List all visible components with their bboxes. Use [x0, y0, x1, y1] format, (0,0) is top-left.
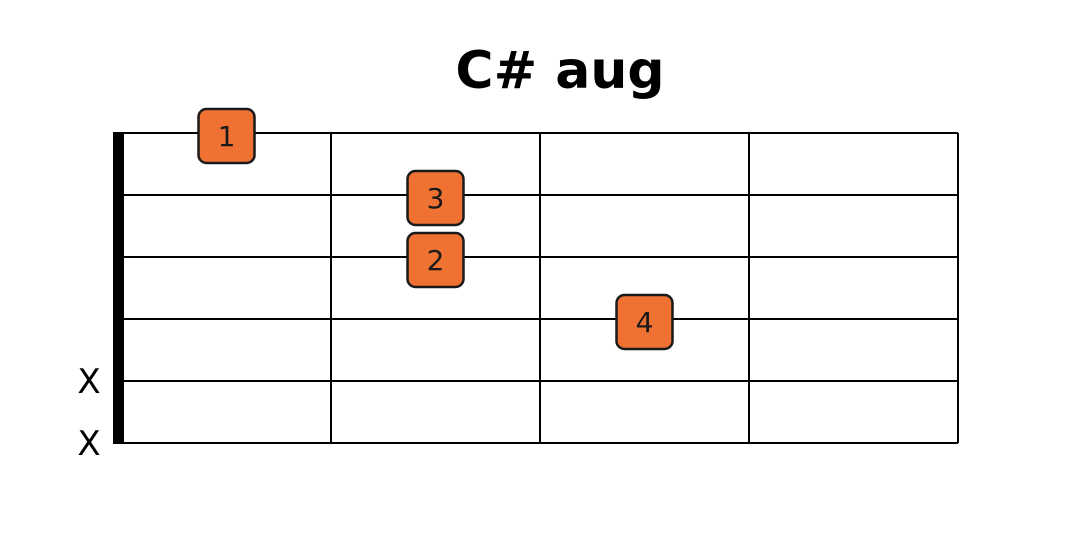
fretboard-grid [113, 132, 959, 444]
finger-dot-4: 4 [615, 293, 674, 351]
finger-dot-box [197, 107, 256, 165]
finger-number: 1 [218, 120, 236, 153]
finger-number: 4 [636, 306, 654, 339]
mute-mark-string-5: X [77, 362, 100, 402]
finger-dot-box [406, 231, 465, 289]
chord-title: C# aug [455, 41, 664, 101]
finger-dot-2: 2 [406, 231, 465, 289]
finger-number: 2 [427, 244, 445, 277]
finger-number: 3 [427, 182, 445, 215]
finger-dot-1: 1 [197, 107, 256, 165]
muted-string-marks: XX [77, 362, 100, 464]
finger-dot-box [615, 293, 674, 351]
finger-dot-box [406, 169, 465, 227]
nut [113, 132, 124, 444]
finger-dot-3: 3 [406, 169, 465, 227]
mute-mark-string-6: X [77, 424, 100, 464]
finger-dots: 1 3 2 4 [197, 107, 674, 351]
